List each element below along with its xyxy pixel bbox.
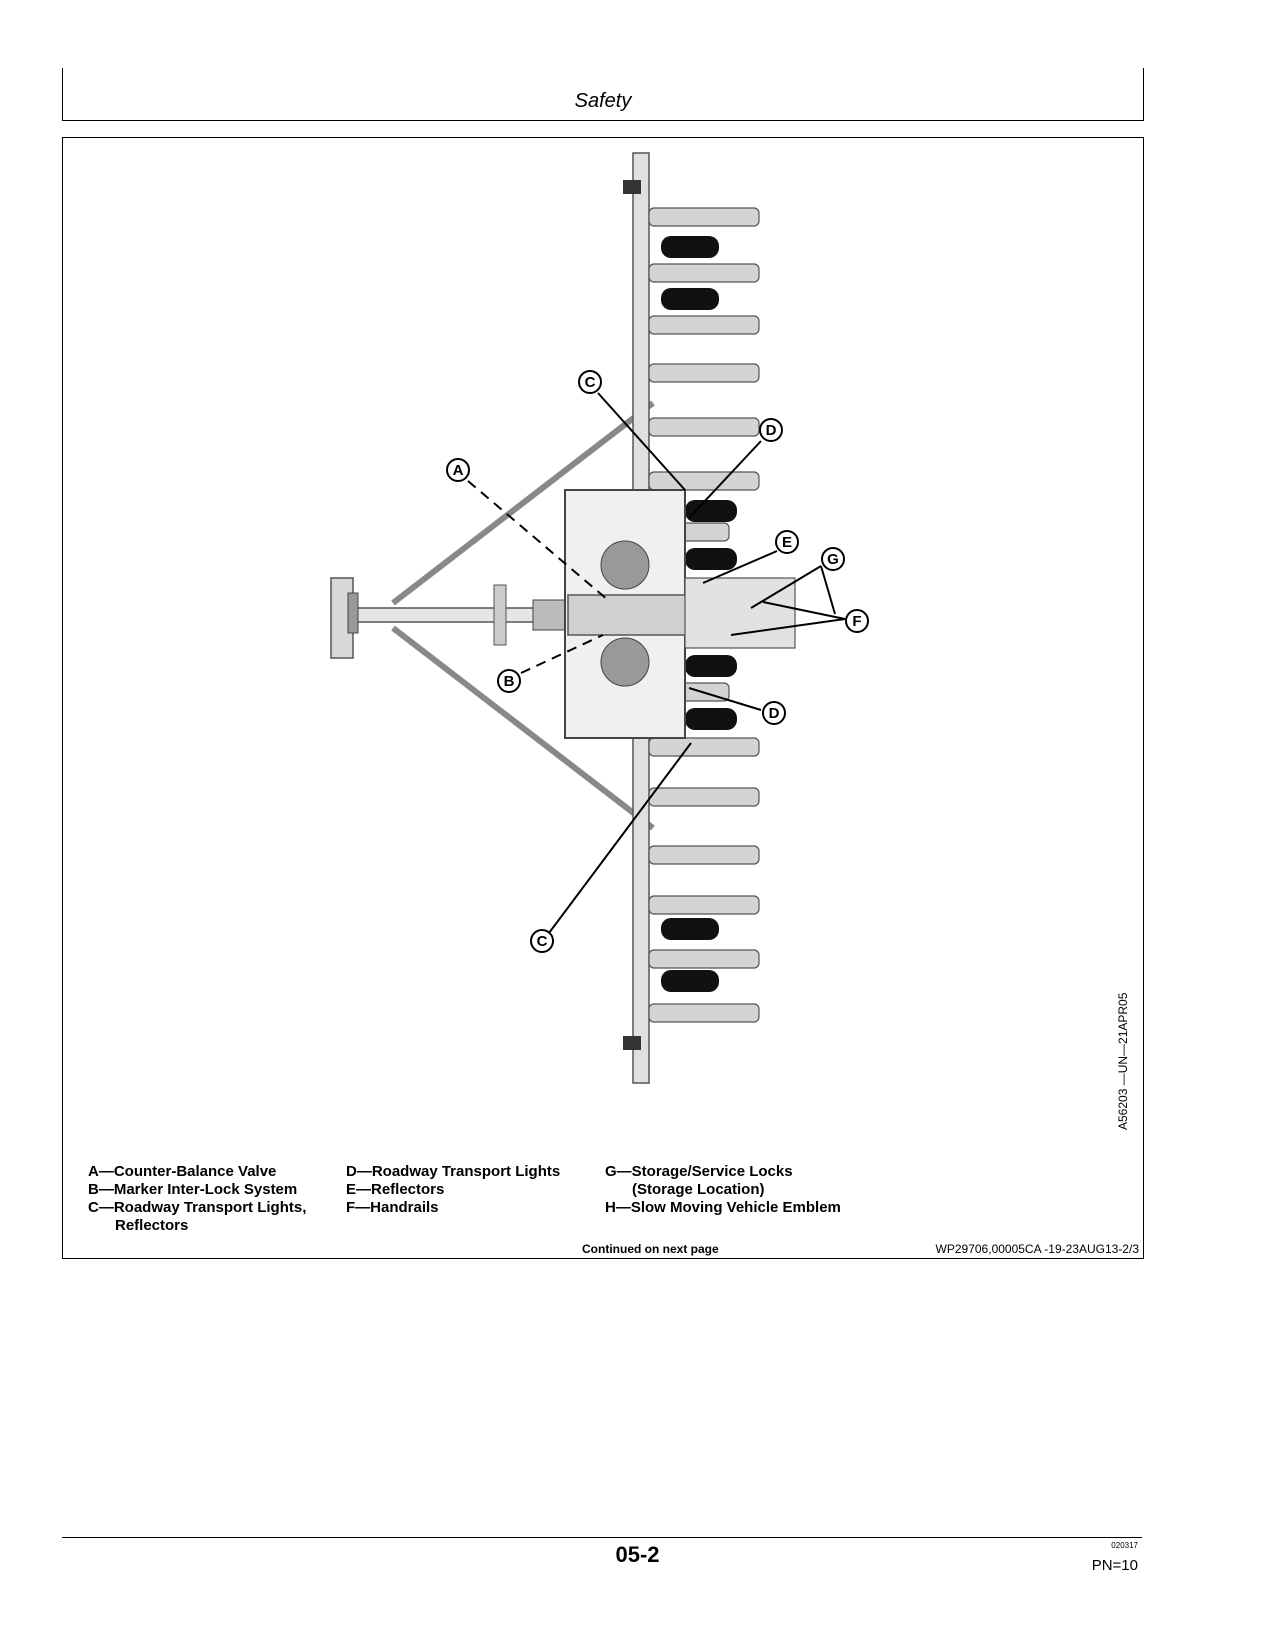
legend-item-a: A—Counter-Balance Valve	[88, 1163, 277, 1180]
legend-item-d: D—Roadway Transport Lights	[346, 1163, 561, 1180]
callout-d-bottom: D	[762, 701, 786, 725]
footer-rule	[62, 1537, 1142, 1538]
continued-note: Continued on next page	[582, 1242, 719, 1256]
legend-column-2: D—Roadway Transport Lights E—Reflectors …	[346, 1163, 560, 1217]
callout-e: E	[775, 530, 799, 554]
svg-text:G: G	[827, 551, 839, 568]
svg-text:B: B	[504, 673, 515, 690]
callout-g: G	[821, 547, 845, 571]
legend-item-g: G—Storage/Service Locks	[605, 1163, 793, 1180]
callout-c-bottom: C	[530, 929, 554, 953]
callout-f: F	[845, 609, 869, 633]
svg-text:F: F	[852, 613, 861, 630]
page-number: 05-2	[615, 1542, 660, 1567]
svg-text:A: A	[453, 462, 464, 479]
svg-text:C: C	[537, 933, 548, 950]
seed-hopper	[564, 489, 796, 739]
legend-item-e: E—Reflectors	[346, 1181, 445, 1198]
figure-box: A B C C D D E F	[62, 137, 1144, 1259]
legend-item-c-cont: Reflectors	[115, 1217, 189, 1234]
legend-item-b: B—Marker Inter-Lock System	[88, 1181, 298, 1198]
hitch-tongue	[330, 577, 604, 659]
figure-id: A56203 —UN—21APR05	[1116, 992, 1130, 1130]
legend-item-c: C—Roadway Transport Lights,	[88, 1199, 307, 1216]
legend-item-f: F—Handrails	[346, 1199, 439, 1216]
planter-illustration: A B C C D D E F	[330, 152, 869, 1084]
page-section-title: Safety	[574, 90, 632, 112]
footer-pn: PN=10	[1091, 1557, 1138, 1574]
legend-item-h: H—Slow Moving Vehicle Emblem	[605, 1199, 841, 1216]
callout-leaders	[467, 392, 846, 934]
legend-column-1: A—Counter-Balance Valve B—Marker Inter-L…	[88, 1163, 306, 1235]
svg-text:D: D	[769, 705, 780, 722]
svg-text:E: E	[782, 534, 792, 551]
gauge-wheels	[661, 236, 737, 992]
svg-text:C: C	[585, 374, 596, 391]
callout-b: B	[497, 669, 521, 693]
legend-item-g-cont: (Storage Location)	[632, 1181, 765, 1198]
callout-d-top: D	[759, 418, 783, 442]
header-box: Safety	[62, 68, 1144, 121]
legend-column-3: G—Storage/Service Locks (Storage Locatio…	[605, 1163, 841, 1217]
callout-c-top: C	[578, 370, 602, 394]
footer-code: 020317	[1111, 1541, 1138, 1550]
callout-a: A	[446, 458, 470, 482]
svg-text:D: D	[766, 422, 777, 439]
document-reference: WP29706,00005CA -19-23AUG13-2/3	[935, 1242, 1139, 1256]
frame-braces	[391, 400, 655, 831]
